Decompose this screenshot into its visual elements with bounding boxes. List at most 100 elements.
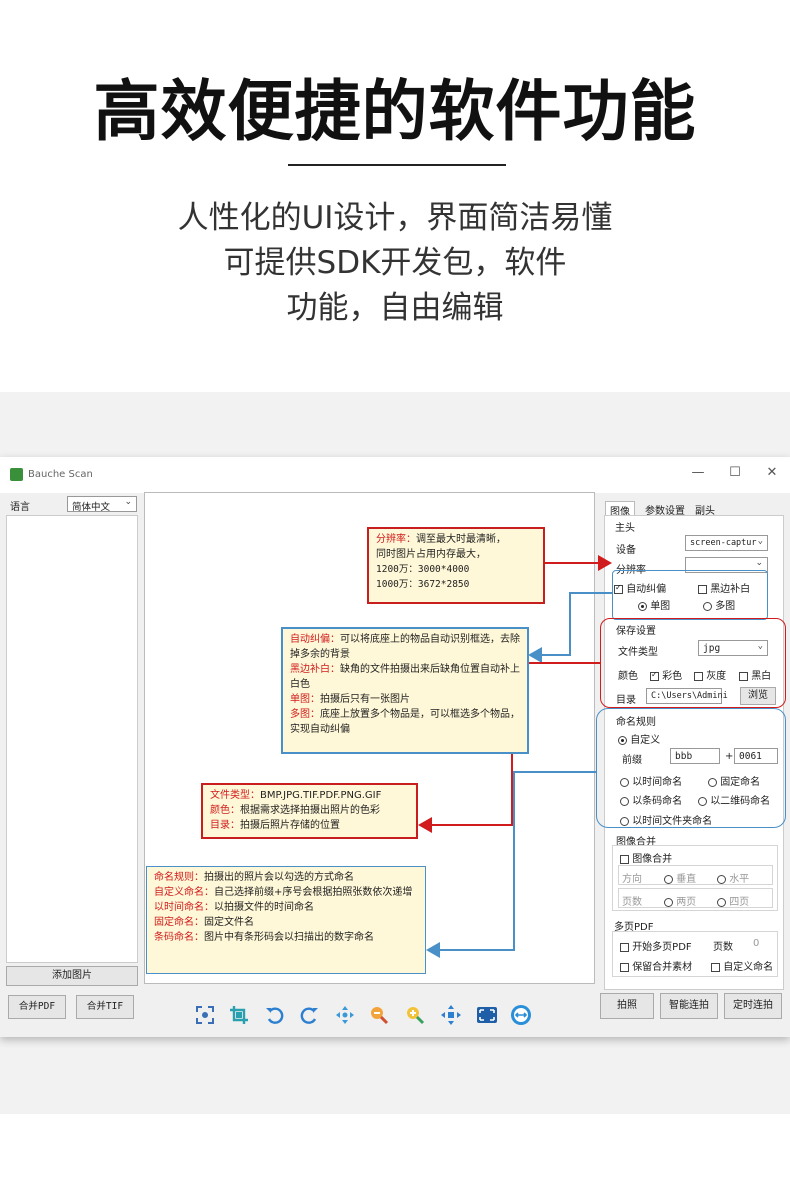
merge-tif-button[interactable]: 合并TIF (76, 995, 134, 1019)
callout-resolution-title: 分辨率： (376, 534, 416, 545)
browse-button[interactable]: 浏览 (740, 687, 776, 705)
file-type-select[interactable]: jpg⌄ (698, 640, 768, 656)
image-merge-option[interactable]: 图像合并 (620, 850, 672, 865)
vertical-option[interactable]: 垂直 (664, 870, 696, 885)
time-naming-option[interactable]: 以时间命名 (620, 773, 682, 788)
fit-icon[interactable] (440, 1004, 462, 1026)
time-naming-radio[interactable] (620, 777, 629, 787)
timed-burst-button[interactable]: 定时连拍 (724, 993, 782, 1019)
custom-naming-label: 自定义 (630, 735, 661, 746)
bw-checkbox[interactable] (739, 671, 748, 681)
focus-icon[interactable] (194, 1004, 216, 1026)
custom-naming-pdf-checkbox[interactable] (711, 962, 720, 972)
rotate-right-icon[interactable] (298, 1004, 320, 1026)
color-option-label: 彩色 (662, 671, 683, 682)
fixed-naming-radio[interactable] (708, 777, 717, 787)
color-option-color[interactable]: 彩色 (650, 667, 682, 682)
gray-checkbox[interactable] (694, 671, 703, 681)
device-select[interactable]: screen-captur⌄ (685, 535, 768, 551)
keep-material-option[interactable]: 保留合并素材 (620, 958, 692, 973)
keep-material-label: 保留合并素材 (632, 962, 693, 973)
callout-key: 固定命名： (154, 917, 204, 928)
auto-deskew-checkbox[interactable] (614, 583, 623, 594)
auto-deskew-option[interactable]: 自动纠偏 (614, 580, 666, 595)
merge-pages-row (618, 888, 773, 908)
file-type-value: jpg (703, 643, 721, 654)
rotate-left-icon[interactable] (264, 1004, 286, 1026)
custom-naming-option[interactable]: 自定义 (618, 731, 660, 746)
minimize-button[interactable]: — (691, 465, 705, 480)
four-page-radio[interactable] (717, 897, 726, 907)
single-image-radio[interactable] (638, 601, 647, 611)
fullscreen-icon[interactable] (476, 1004, 498, 1026)
single-image-label: 单图 (650, 601, 671, 612)
directory-field[interactable]: C:\Users\Admini (646, 688, 728, 704)
resolution-select[interactable]: ⌄ (685, 557, 768, 573)
black-fill-checkbox[interactable] (698, 584, 707, 594)
close-button[interactable]: ✕ (766, 465, 778, 480)
callout-key: 自定义命名： (154, 887, 214, 898)
callout-value: 拍摄出的照片会以勾选的方式命名 (204, 872, 354, 883)
merge-pages-label: 页数 (622, 897, 642, 908)
barcode-naming-option[interactable]: 以条码命名 (620, 792, 682, 807)
color-option-gray[interactable]: 灰度 (694, 667, 726, 682)
multi-image-radio[interactable] (703, 601, 712, 611)
horizontal-radio[interactable] (717, 874, 726, 884)
callout-key: 目录： (210, 820, 240, 831)
add-image-button[interactable]: 添加图片 (6, 966, 138, 986)
four-page-option[interactable]: 四页 (717, 893, 749, 908)
maximize-button[interactable]: ☐ (729, 465, 741, 480)
vertical-radio[interactable] (664, 874, 673, 884)
horizontal-option[interactable]: 水平 (717, 870, 749, 885)
smart-burst-button[interactable]: 智能连拍 (660, 993, 718, 1019)
language-select[interactable]: 简体中文 ⌄ (67, 496, 137, 513)
color-checkbox[interactable] (650, 670, 659, 681)
device-label: 设备 (616, 545, 636, 556)
multipage-pdf-group (612, 931, 778, 977)
tab-image[interactable]: 图像 (605, 501, 635, 519)
two-page-radio[interactable] (664, 897, 673, 907)
black-fill-label: 黑边补白 (710, 584, 751, 595)
fixed-naming-option[interactable]: 固定命名 (708, 773, 760, 788)
callout-value: BMP.JPG.TIF.PDF.PNG.GIF (260, 790, 382, 801)
two-page-option[interactable]: 两页 (664, 893, 696, 908)
color-label: 颜色 (618, 671, 638, 682)
barcode-naming-radio[interactable] (620, 796, 629, 806)
callout-resolution-line: 1200万：3000*4000 (376, 564, 470, 575)
capture-button[interactable]: 拍照 (600, 993, 654, 1019)
custom-naming-pdf-option[interactable]: 自定义命名 (711, 958, 773, 973)
black-fill-option[interactable]: 黑边补白 (698, 580, 750, 595)
sequence-field[interactable]: 0061 (734, 748, 778, 764)
vertical-label: 垂直 (676, 874, 697, 885)
single-image-option[interactable]: 单图 (638, 597, 670, 612)
zoom-out-icon[interactable] (368, 1004, 390, 1026)
plus-sign: + (725, 751, 734, 762)
prefix-field[interactable]: bbb (670, 748, 720, 764)
time-folder-naming-option[interactable]: 以时间文件夹命名 (620, 812, 712, 827)
image-list[interactable] (6, 515, 138, 963)
qrcode-naming-radio[interactable] (698, 796, 707, 806)
merge-pdf-button[interactable]: 合并PDF (8, 995, 66, 1019)
zoom-in-icon[interactable] (404, 1004, 426, 1026)
keep-material-checkbox[interactable] (620, 962, 629, 972)
tab-parameters[interactable]: 参数设置 (645, 506, 685, 517)
compare-icon[interactable] (510, 1004, 532, 1026)
headline-divider (288, 164, 506, 166)
move-icon[interactable] (334, 1004, 356, 1026)
time-folder-naming-radio[interactable] (620, 816, 629, 826)
callout-key: 以时间命名： (154, 902, 214, 913)
image-merge-checkbox[interactable] (620, 854, 629, 864)
callout-deskew: 自动纠偏：可以将底座上的物品自动识别框选，去除掉多余的背景 黑边补白：缺角的文件… (281, 627, 529, 754)
qrcode-naming-option[interactable]: 以二维码命名 (698, 792, 770, 807)
multi-image-option[interactable]: 多图 (703, 597, 735, 612)
start-multipage-pdf-option[interactable]: 开始多页PDF (620, 938, 692, 953)
callout-resolution-line: 同时图片占用内存最大， (376, 549, 486, 560)
callout-key: 自动纠偏： (290, 634, 340, 645)
subtitle-line-1: 人性化的UI设计，界面简洁易懂 (177, 200, 613, 236)
time-naming-label: 以时间命名 (632, 777, 683, 788)
tab-secondary-camera[interactable]: 副头 (695, 506, 715, 517)
custom-naming-radio[interactable] (618, 735, 627, 745)
crop-icon[interactable] (228, 1004, 250, 1026)
start-multipage-pdf-checkbox[interactable] (620, 942, 629, 952)
color-option-bw[interactable]: 黑白 (739, 667, 771, 682)
